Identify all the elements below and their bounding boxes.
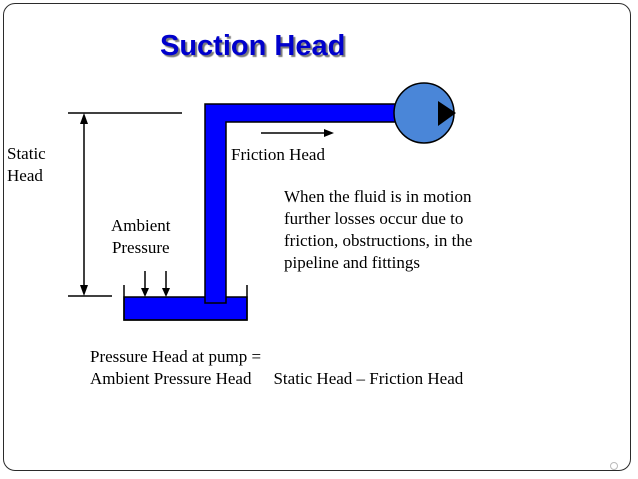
reservoir-outline — [123, 285, 248, 321]
friction-head-label: Friction Head — [231, 145, 325, 164]
formula-ambient-term: Ambient Pressure Head — [90, 369, 252, 388]
note-line: pipeline and fittings — [284, 253, 420, 272]
static-head-label-line: Head — [7, 166, 43, 185]
formula-static-friction-term: Static Head – Friction Head — [273, 369, 464, 388]
reservoir — [123, 296, 248, 321]
ambient-pressure-label: Ambient Pressure — [111, 215, 171, 259]
note-line: When the fluid is in motion — [284, 187, 472, 206]
note-line: friction, obstructions, in the — [284, 231, 473, 250]
static-head-label: Static Head — [7, 143, 46, 187]
note-line: further losses occur due to — [284, 209, 464, 228]
static-head-label-line: Static — [7, 144, 46, 163]
page-marker — [610, 462, 618, 470]
static-head-arrowhead-down — [80, 285, 88, 296]
motion-losses-note: When the fluid is in motion further loss… — [284, 186, 472, 274]
friction-arrowhead — [324, 129, 334, 137]
pressure-head-formula: Pressure Head at pump = Ambient Pressure… — [90, 346, 463, 390]
pump-discharge-arrow-icon — [438, 101, 456, 126]
formula-line-1: Pressure Head at pump = — [90, 347, 262, 366]
ambient-label-line: Pressure — [111, 238, 170, 257]
ambient-label-line: Ambient — [111, 216, 171, 235]
static-head-arrowhead-up — [80, 113, 88, 124]
ambient-arrowhead-left — [141, 288, 149, 297]
slide-frame — [3, 3, 631, 471]
slide-title: Suction Head — [160, 30, 346, 62]
formula-line-2: Ambient Pressure Head Static Head – Frict… — [90, 368, 463, 390]
ambient-arrowhead-right — [162, 288, 170, 297]
